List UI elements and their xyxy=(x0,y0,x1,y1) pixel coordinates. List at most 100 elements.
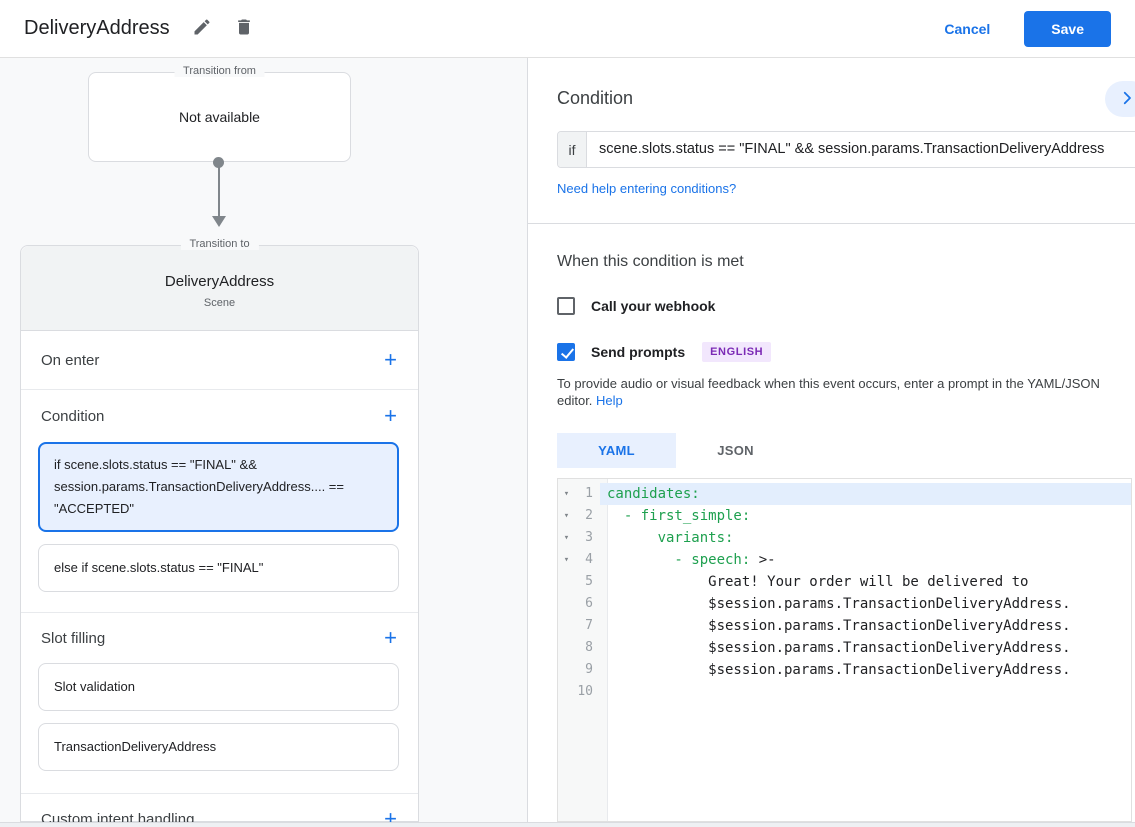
condition-item-selected[interactable]: if scene.slots.status == "FINAL" && sess… xyxy=(38,442,399,532)
fold-gutter xyxy=(558,615,575,637)
code-line[interactable]: - speech: >- xyxy=(607,552,776,568)
code-line[interactable] xyxy=(600,681,1131,703)
if-prefix: if xyxy=(558,132,587,167)
code-line[interactable]: $session.params.TransactionDeliveryAddre… xyxy=(607,640,1071,656)
transition-from-label: Transition from xyxy=(174,65,265,77)
send-prompts-checkbox[interactable] xyxy=(557,343,575,361)
save-button[interactable]: Save xyxy=(1024,10,1111,47)
fold-arrow-icon[interactable]: ▾ xyxy=(563,555,570,565)
line-number: 6 xyxy=(585,596,593,611)
prompts-description-text: To provide audio or visual feedback when… xyxy=(557,376,1100,408)
code-line[interactable]: Great! Your order will be delivered to xyxy=(607,574,1029,590)
condition-section: Condition + if scene.slots.status == "FI… xyxy=(21,390,418,613)
code-editor-row: 7 $session.params.TransactionDeliveryAdd… xyxy=(558,615,1131,637)
trash-icon xyxy=(234,17,254,40)
fold-arrow-icon[interactable]: ▾ xyxy=(563,511,570,521)
add-condition-button[interactable]: + xyxy=(384,403,397,428)
line-number: 4 xyxy=(585,552,593,567)
code-editor-row: 5 Great! Your order will be delivered to xyxy=(558,571,1131,593)
arrow-down-icon xyxy=(212,216,226,227)
scene-card-title: DeliveryAddress xyxy=(164,273,275,290)
scene-graph-canvas: Transition from Not available Transition… xyxy=(0,58,527,827)
transition-to-card: Transition to DeliveryAddress Scene On e… xyxy=(20,238,419,827)
bottom-scroll-strip[interactable] xyxy=(0,822,1135,827)
section-divider xyxy=(528,223,1135,224)
conditions-help-link[interactable]: Need help entering conditions? xyxy=(557,181,737,196)
condition-met-section: When this condition is met Call your web… xyxy=(528,224,1135,822)
condition-expression-input[interactable]: scene.slots.status == "FINAL" && session… xyxy=(587,132,1135,167)
cancel-button[interactable]: Cancel xyxy=(944,20,991,37)
top-bar: DeliveryAddress Cancel Save xyxy=(0,0,1135,58)
code-editor-row: 9 $session.params.TransactionDeliveryAdd… xyxy=(558,659,1131,681)
code-line[interactable]: candidates: xyxy=(600,483,1131,505)
code-editor-row: 6 $session.params.TransactionDeliveryAdd… xyxy=(558,593,1131,615)
connector-dot xyxy=(213,157,224,168)
title-group: DeliveryAddress xyxy=(24,17,254,40)
transition-from-value: Not available xyxy=(179,109,260,125)
tab-yaml[interactable]: YAML xyxy=(557,433,676,468)
add-on-enter-button[interactable]: + xyxy=(384,347,397,372)
fold-gutter xyxy=(558,681,575,703)
code-editor-row: ▾ 2 - first_simple: xyxy=(558,505,1131,527)
prompts-description: To provide audio or visual feedback when… xyxy=(557,375,1113,409)
slot-item[interactable]: TransactionDeliveryAddress xyxy=(38,723,399,771)
condition-item[interactable]: else if scene.slots.status == "FINAL" xyxy=(38,544,399,592)
code-line[interactable]: - first_simple: xyxy=(607,508,751,524)
condition-detail-panel: Condition if scene.slots.status == "FINA… xyxy=(527,58,1135,827)
code-editor-row: ▾ 3 variants: xyxy=(558,527,1131,549)
send-prompts-row: Send prompts ENGLISH xyxy=(557,342,1135,362)
fold-arrow-icon[interactable]: ▾ xyxy=(563,533,570,543)
slot-validation-item[interactable]: Slot validation xyxy=(38,663,399,711)
transition-to-label: Transition to xyxy=(180,238,259,250)
condition-expression-field: if scene.slots.status == "FINAL" && sess… xyxy=(557,131,1135,168)
code-editor-row: 8 $session.params.TransactionDeliveryAdd… xyxy=(558,637,1131,659)
condition-editor-section: Condition if scene.slots.status == "FINA… xyxy=(528,58,1135,223)
line-number: 2 xyxy=(585,508,593,523)
collapse-panel-button[interactable] xyxy=(1105,81,1135,117)
topbar-actions: Cancel Save xyxy=(944,10,1111,47)
fold-arrow-icon[interactable]: ▾ xyxy=(563,489,570,499)
add-slot-button[interactable]: + xyxy=(384,625,397,650)
page-title: DeliveryAddress xyxy=(24,17,170,39)
fold-gutter xyxy=(558,659,575,681)
line-number: 10 xyxy=(577,684,593,699)
condition-section-label: Condition xyxy=(41,407,105,425)
fold-gutter xyxy=(558,637,575,659)
condition-met-title: When this condition is met xyxy=(557,253,744,270)
webhook-row: Call your webhook xyxy=(557,297,1135,315)
fold-gutter xyxy=(558,593,575,615)
line-number: 5 xyxy=(585,574,593,589)
code-line[interactable]: $session.params.TransactionDeliveryAddre… xyxy=(607,596,1071,612)
scene-card-header[interactable]: DeliveryAddress Scene xyxy=(21,246,418,331)
help-link[interactable]: Help xyxy=(596,393,623,408)
tab-json[interactable]: JSON xyxy=(717,443,754,458)
call-webhook-checkbox[interactable] xyxy=(557,297,575,315)
delete-scene-button[interactable] xyxy=(234,17,254,40)
scene-card-subtitle: Scene xyxy=(203,297,236,309)
condition-panel-title: Condition xyxy=(557,88,634,108)
line-number: 7 xyxy=(585,618,593,633)
send-prompts-label: Send prompts xyxy=(591,344,686,360)
edit-title-button[interactable] xyxy=(192,17,212,40)
code-editor-row: ▾ 4 - speech: >- xyxy=(558,549,1131,571)
code-line[interactable]: $session.params.TransactionDeliveryAddre… xyxy=(607,618,1071,634)
call-webhook-label: Call your webhook xyxy=(591,298,716,314)
line-number: 3 xyxy=(585,530,593,545)
code-line[interactable]: $session.params.TransactionDeliveryAddre… xyxy=(607,662,1071,678)
line-number: 8 xyxy=(585,640,593,655)
line-number: 9 xyxy=(585,662,593,677)
fold-gutter xyxy=(558,571,575,593)
slot-filling-label: Slot filling xyxy=(41,629,106,647)
transition-from-box: Transition from Not available xyxy=(88,65,351,162)
pencil-icon xyxy=(192,17,212,40)
main-content: Transition from Not available Transition… xyxy=(0,58,1135,827)
chevron-right-icon xyxy=(1118,89,1135,110)
language-badge: ENGLISH xyxy=(702,342,772,362)
slot-filling-section: Slot filling + Slot validation Transacti… xyxy=(21,613,418,794)
connector-line xyxy=(218,166,220,218)
code-line[interactable]: variants: xyxy=(607,530,734,546)
